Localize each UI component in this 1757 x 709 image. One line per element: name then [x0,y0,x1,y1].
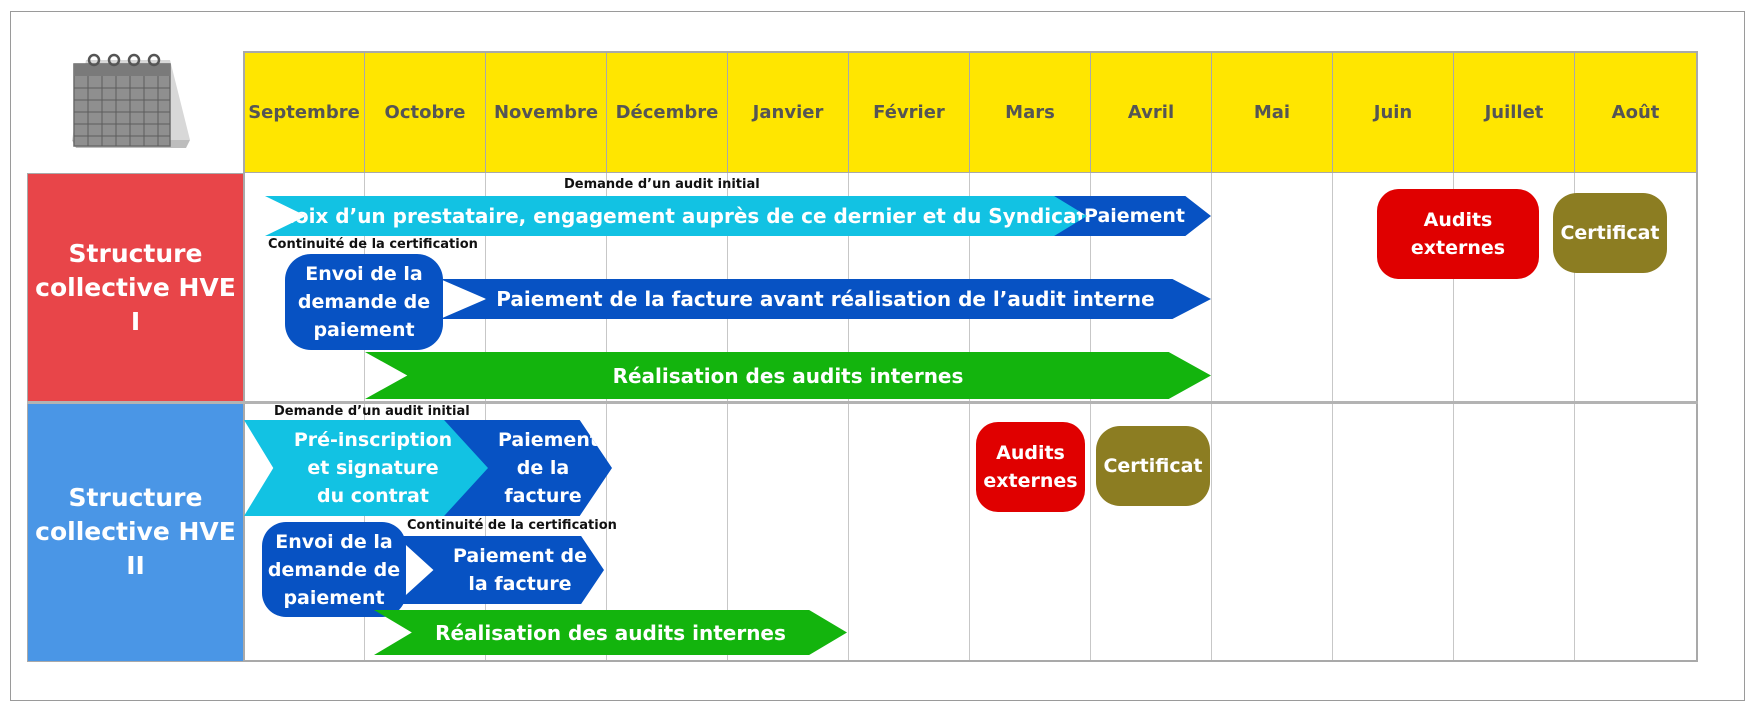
arrow-choix-label: Choix d’un prestataire, engagement auprè… [265,204,1087,228]
grid-cell [1211,173,1333,402]
box-certificat-label: Certificat [1560,222,1660,244]
box-audits-externes: Audits externes [1377,189,1539,279]
month-header: Septembre [243,51,365,173]
grid-cell [1574,402,1697,662]
grid-cell [1211,402,1333,662]
chevron-paiement-facture-label: Paiement de la facture [498,429,599,507]
box-certificat-label: Certificat [1103,455,1203,477]
chevron-preinscription-label: Pré-inscription et signature du contrat [293,429,453,507]
calendar-icon [72,53,190,148]
month-header: Janvier [727,51,849,173]
box-envoi-demande: Envoi de la demande de paiement [262,522,406,617]
arrow-paiement-label: Paiement [1084,205,1185,227]
arrow-paiement-facture: Paiement de la facture avant réalisation… [440,279,1211,319]
arrow-audits-internes-label: Réalisation des audits internes [612,363,964,388]
chevron-paiement-facture-bottom-label: Paiement de la facture [452,545,588,595]
note-audit-initial: Demande d’un audit initial [274,404,470,419]
row-label-hve1: Structure collective HVE I [27,173,244,403]
note-audit-initial: Demande d’un audit initial [564,177,760,192]
box-audits-externes-label: Audits externes [1410,209,1506,259]
box-envoi-demande: Envoi de la demande de paiement [285,254,443,350]
month-header: Mai [1211,51,1333,173]
frame [10,11,1745,701]
month-header: Décembre [606,51,728,173]
arrow-choix-prestataire: Choix d’un prestataire, engagement auprè… [265,196,1087,236]
month-header: Novembre [485,51,607,173]
box-envoi-demande-label: Envoi de la demande de paiement [297,263,431,341]
month-header: Février [848,51,970,173]
box-envoi-demande-label: Envoi de la demande de paiement [267,530,401,609]
grid-cell [848,402,970,662]
grid-cell [1332,402,1454,662]
chevron-paiement-facture-bottom: Paiement de la facture [396,536,604,604]
month-header: Juillet [1453,51,1575,173]
month-header: Août [1574,51,1697,173]
chevron-paiement-facture: Paiement de la facture [442,420,612,516]
box-certificat: Certificat [1096,426,1210,506]
arrow-audits-internes: Réalisation des audits internes [365,352,1211,399]
arrow-paiement-facture-label: Paiement de la facture avant réalisation… [496,287,1155,311]
arrow-audits-internes-label: Réalisation des audits internes [435,620,786,645]
month-header: Avril [1090,51,1212,173]
arrow-paiement: Paiement [1040,196,1211,236]
grid-cell [1453,402,1575,662]
row-divider [27,401,1698,404]
row-label-hve2: Structure collective HVE II [27,402,244,662]
month-header: Octobre [364,51,486,173]
month-header: Juin [1332,51,1454,173]
box-audits-externes-label: Audits externes [983,442,1078,492]
month-header: Mars [969,51,1091,173]
box-audits-externes: Audits externes [976,422,1085,512]
note-continuite: Continuité de la certification [407,518,617,533]
chevron-preinscription: Pré-inscription et signature du contrat [244,420,488,516]
note-continuite: Continuité de la certification [268,237,478,252]
box-certificat: Certificat [1553,193,1667,273]
arrow-audits-internes: Réalisation des audits internes [374,610,847,655]
